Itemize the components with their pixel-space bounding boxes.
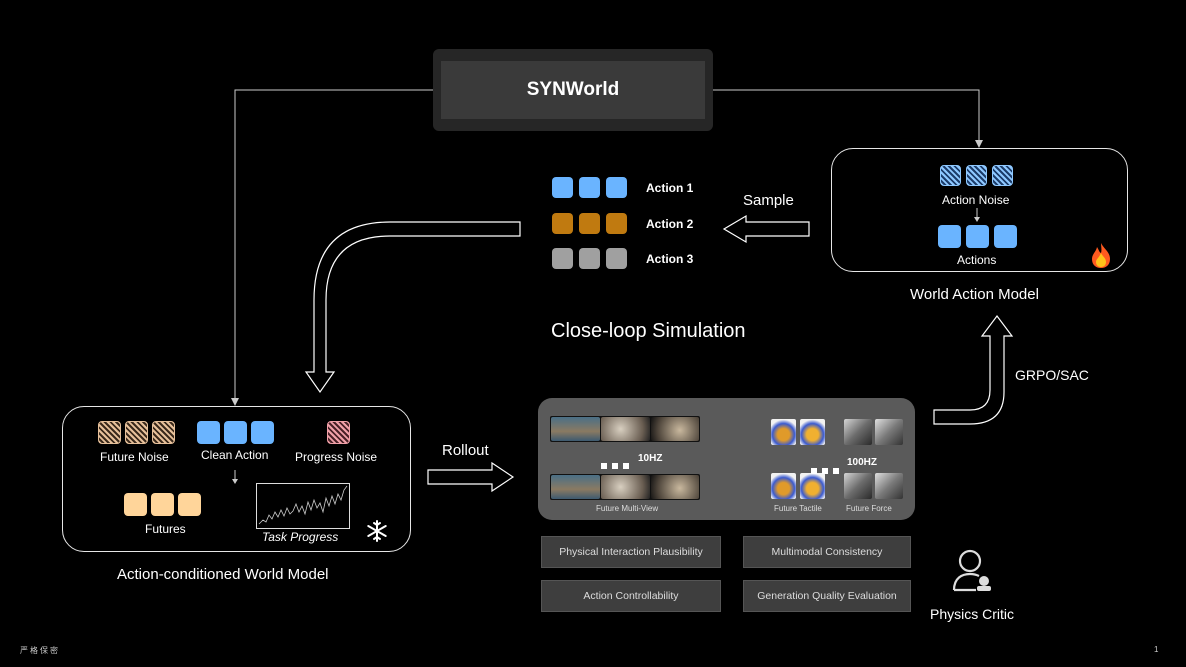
force-frame xyxy=(844,419,872,445)
progress-noise-token xyxy=(327,421,350,444)
tactile-label: Future Tactile xyxy=(774,504,822,513)
view-frame xyxy=(601,417,650,441)
force-frame xyxy=(875,473,903,499)
force-frame xyxy=(875,419,903,445)
view-frame xyxy=(651,417,699,441)
ellipsis-icon xyxy=(601,456,634,474)
page-number: 1 xyxy=(1154,645,1159,654)
clean-action-token xyxy=(224,421,247,444)
view-frame xyxy=(651,475,699,499)
snowflake-icon xyxy=(367,520,387,542)
future-token xyxy=(124,493,147,516)
action-token xyxy=(606,177,627,198)
ellipsis-icon xyxy=(811,461,844,479)
grpo-label: GRPO/SAC xyxy=(1015,367,1089,383)
physics-critic-label: Physics Critic xyxy=(930,606,1015,622)
action-token xyxy=(552,213,573,234)
rollout-label: Rollout xyxy=(442,442,489,459)
world-action-model-caption: World Action Model xyxy=(910,286,1039,303)
criterion-consistency: Multimodal Consistency xyxy=(743,536,911,568)
force-frame xyxy=(844,473,872,499)
sample-label: Sample xyxy=(743,192,794,209)
clean-action-token xyxy=(251,421,274,444)
task-progress-plot xyxy=(256,483,350,529)
noise-token xyxy=(940,165,961,186)
noise-token xyxy=(966,165,987,186)
rollout-panel: 10HZ Future Multi-View Future Tactile Fu… xyxy=(538,398,915,520)
tactile-frame xyxy=(771,473,796,499)
freq-left: 10HZ xyxy=(638,453,663,464)
progress-noise-label: Progress Noise xyxy=(295,450,378,464)
criterion-controllability: Action Controllability xyxy=(541,580,721,612)
tactile-frame xyxy=(800,419,825,445)
action-token xyxy=(966,225,989,248)
synworld-header: SYNWorld xyxy=(433,49,713,131)
person-icon xyxy=(952,549,991,592)
action-token xyxy=(606,248,627,269)
future-noise-token xyxy=(125,421,148,444)
action-token xyxy=(579,248,600,269)
action-token xyxy=(606,213,627,234)
action-label: Action 3 xyxy=(646,252,694,266)
action-token xyxy=(994,225,1017,248)
multiview-strip xyxy=(550,416,700,442)
future-token xyxy=(151,493,174,516)
force-label: Future Force xyxy=(846,504,892,513)
world-action-model-box: Action Noise Actions xyxy=(831,148,1128,272)
action-label: Action 1 xyxy=(646,181,694,195)
tactile-frame xyxy=(771,419,796,445)
clean-action-label: Clean Action xyxy=(201,448,269,462)
footer-confidential: 严格保密 xyxy=(20,646,60,655)
action-token xyxy=(552,177,573,198)
action-token xyxy=(938,225,961,248)
view-frame xyxy=(551,417,600,441)
clean-action-token xyxy=(197,421,220,444)
criterion-plausibility: Physical Interaction Plausibility xyxy=(541,536,721,568)
freq-right: 100HZ xyxy=(847,457,878,468)
action-noise-label: Action Noise xyxy=(942,193,1010,207)
multiview-label: Future Multi-View xyxy=(596,504,659,513)
action-token xyxy=(579,177,600,198)
future-token xyxy=(178,493,201,516)
closeloop-title: Close-loop Simulation xyxy=(551,320,746,342)
criterion-quality: Generation Quality Evaluation xyxy=(743,580,911,612)
world-model-box: Future Noise Clean Action Progress Noise… xyxy=(62,406,411,552)
action-token xyxy=(579,213,600,234)
progress-curve xyxy=(258,485,348,525)
action-token xyxy=(552,248,573,269)
task-progress-label: Task Progress xyxy=(262,530,339,544)
action-label: Action 2 xyxy=(646,217,694,231)
view-frame xyxy=(601,475,650,499)
synworld-title: SYNWorld xyxy=(441,61,705,119)
futures-label: Futures xyxy=(145,522,186,536)
world-model-caption: Action-conditioned World Model xyxy=(117,566,329,583)
future-noise-label: Future Noise xyxy=(100,450,169,464)
actions-label: Actions xyxy=(957,253,997,267)
future-noise-token xyxy=(98,421,121,444)
tactile-frame xyxy=(800,473,825,499)
fire-icon xyxy=(1092,243,1110,268)
noise-token xyxy=(992,165,1013,186)
view-frame xyxy=(551,475,600,499)
multiview-strip xyxy=(550,474,700,500)
future-noise-token xyxy=(152,421,175,444)
